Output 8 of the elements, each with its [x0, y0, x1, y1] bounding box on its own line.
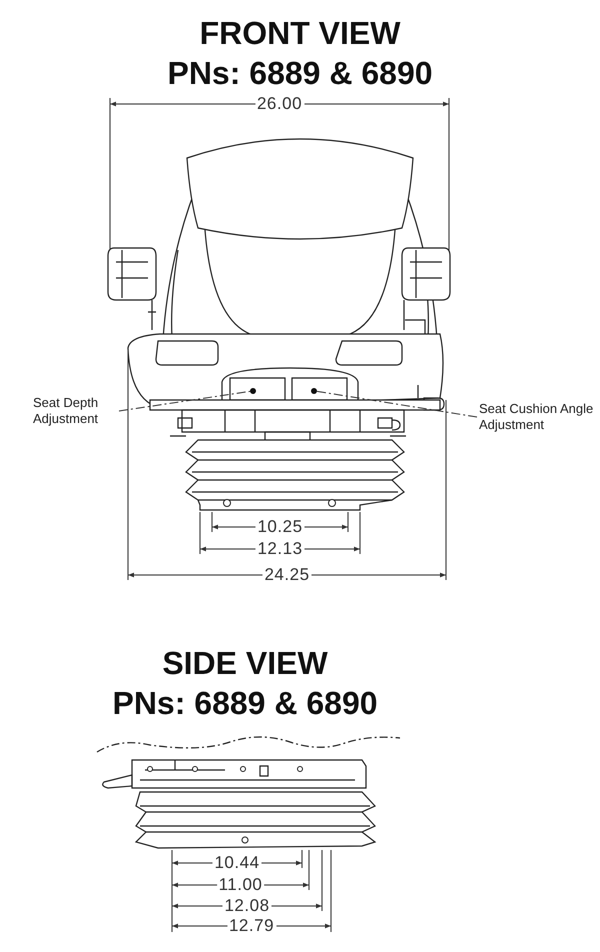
leader-line	[316, 390, 478, 418]
callout-text: Seat Cushion Angle Adjustment	[479, 401, 594, 433]
callout-text: Seat Depth Adjustment	[33, 395, 100, 427]
view-heading: FRONT VIEW	[200, 15, 400, 52]
view-heading: PNs: 6889 & 6890	[167, 55, 433, 92]
leader-line	[118, 390, 251, 412]
view-heading: SIDE VIEW	[162, 645, 328, 682]
view-heading: PNs: 6889 & 6890	[112, 685, 378, 722]
